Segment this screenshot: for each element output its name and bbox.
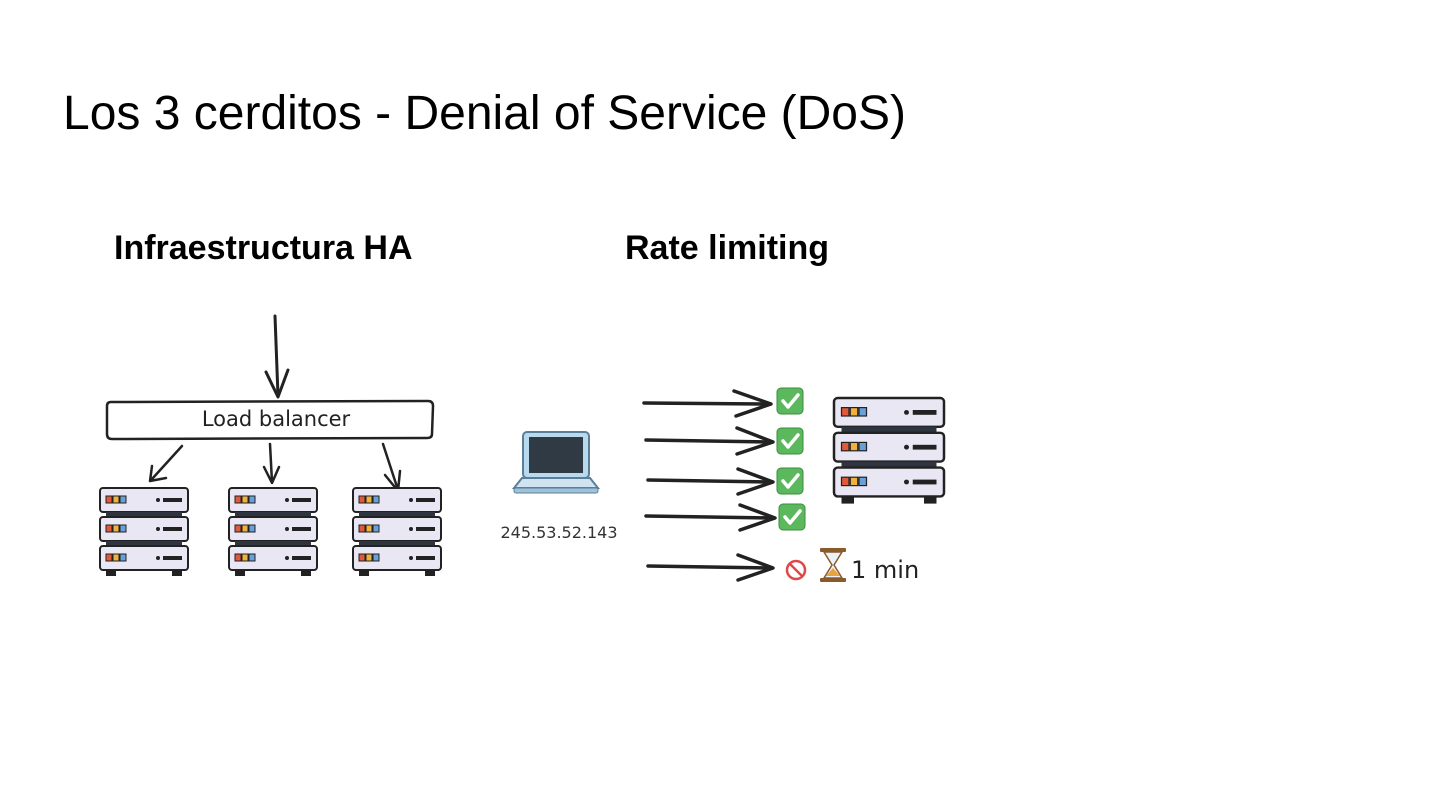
server-icon (100, 488, 188, 576)
check-icon (775, 466, 805, 496)
server-icon (229, 488, 317, 576)
slide-title: Los 3 cerditos - Denial of Service (DoS) (63, 87, 906, 140)
ha-section-title: Infraestructura HA (114, 229, 413, 267)
server-icon (834, 398, 944, 504)
hourglass-icon (820, 548, 846, 582)
incoming-arrow (264, 314, 290, 399)
rate-limit-diagram: 245.53.52.143 1 (500, 386, 944, 584)
load-balancer-box: Load balancer (105, 399, 435, 441)
check-icon (775, 426, 805, 456)
lb-arrows (148, 442, 402, 493)
rate-limiting-section-title: Rate limiting (625, 229, 830, 267)
prohibited-icon (785, 559, 807, 581)
client-ip-label: 245.53.52.143 (500, 523, 617, 542)
check-icon (775, 386, 805, 416)
request-arrows (642, 389, 777, 582)
load-balancer-label: Load balancer (202, 407, 351, 431)
server-icon (353, 488, 441, 576)
check-icon (777, 502, 807, 532)
ha-diagram: Load balancer (100, 314, 441, 576)
laptop-icon (511, 431, 601, 494)
wait-time-label: 1 min (851, 556, 919, 584)
